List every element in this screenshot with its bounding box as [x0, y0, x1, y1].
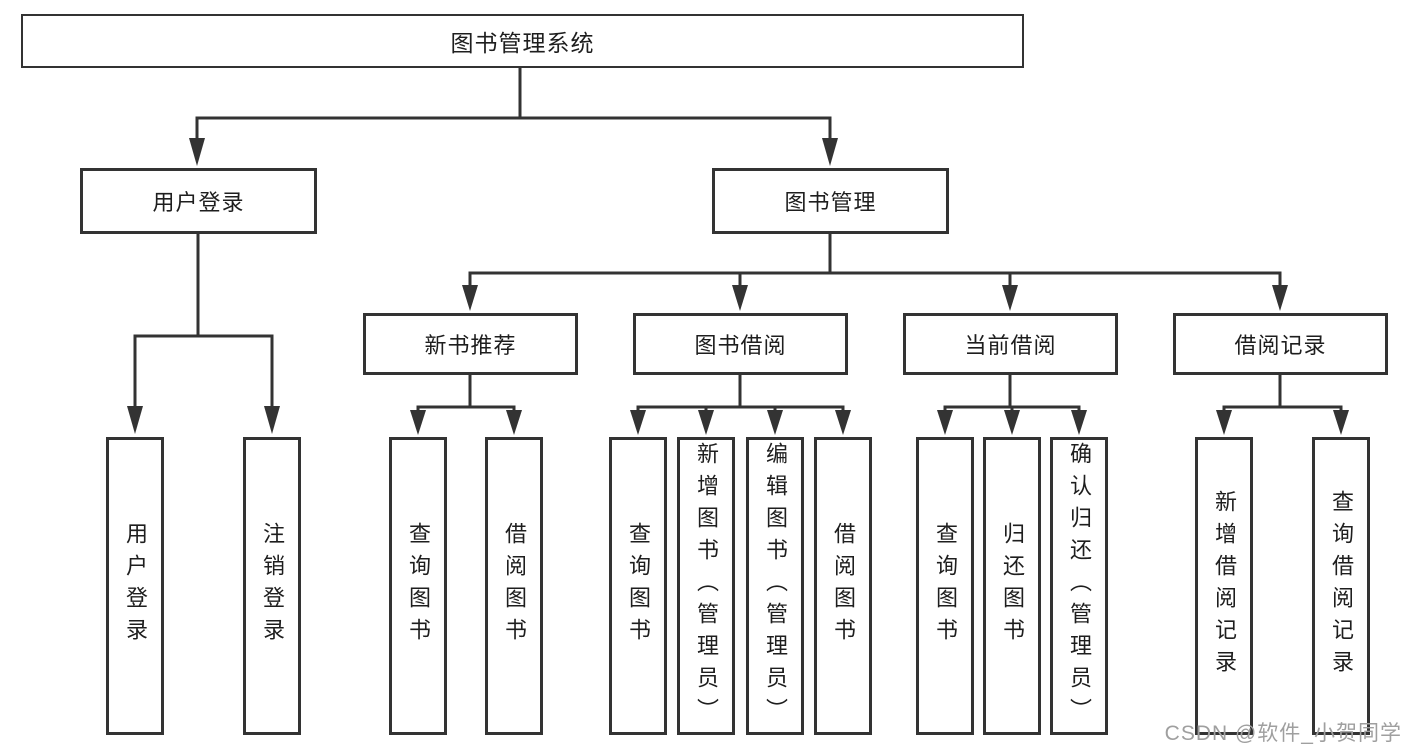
csdn-watermark: CSDN @软件_小贺同学 [1164, 722, 1402, 745]
node-borrow-records: 借阅记录 [1173, 313, 1388, 375]
node-label: 编辑图书（管理员） [763, 442, 788, 730]
node-label: 查询借阅记录 [1329, 490, 1354, 682]
edges-user-login-children [133, 232, 274, 410]
node-label: 归还图书 [1000, 522, 1025, 650]
node-user-login: 用户登录 [80, 168, 317, 234]
node-root-system: 图书管理系统 [21, 14, 1024, 68]
node-label: 确认归还（管理员） [1067, 442, 1092, 730]
arrowheads [127, 138, 1349, 435]
edges-new-book-children [416, 373, 516, 414]
node-leaf-query-book-1: 查询图书 [389, 437, 447, 735]
node-label: 注销登录 [260, 522, 285, 650]
node-leaf-logout: 注销登录 [243, 437, 301, 735]
node-leaf-user-login: 用户登录 [106, 437, 164, 735]
node-leaf-query-book-3: 查询图书 [916, 437, 974, 735]
node-label: 新增借阅记录 [1212, 490, 1237, 682]
node-leaf-query-book-2: 查询图书 [609, 437, 667, 735]
node-new-book-recommend: 新书推荐 [363, 313, 578, 375]
node-leaf-add-book-admin: 新增图书（管理员） [677, 437, 735, 735]
node-label: 查询图书 [406, 522, 431, 650]
node-leaf-return-book: 归还图书 [983, 437, 1041, 735]
edges-borrow-records-children [1222, 373, 1343, 414]
node-label: 用户登录 [123, 522, 148, 650]
edges-book-management-children [468, 232, 1282, 289]
node-label: 查询图书 [933, 522, 958, 650]
node-label: 新增图书（管理员） [694, 442, 719, 730]
node-leaf-query-borrow-record: 查询借阅记录 [1312, 437, 1370, 735]
edges-current-borrow-children [943, 373, 1081, 414]
node-leaf-confirm-return-admin: 确认归还（管理员） [1050, 437, 1108, 735]
node-leaf-borrow-book-1: 借阅图书 [485, 437, 543, 735]
node-current-borrow: 当前借阅 [903, 313, 1118, 375]
node-label: 查询图书 [626, 522, 651, 650]
node-book-borrow: 图书借阅 [633, 313, 848, 375]
node-label: 借阅图书 [831, 522, 856, 650]
node-book-management: 图书管理 [712, 168, 949, 234]
node-leaf-edit-book-admin: 编辑图书（管理员） [746, 437, 804, 735]
node-leaf-add-borrow-record: 新增借阅记录 [1195, 437, 1253, 735]
node-label: 借阅图书 [502, 522, 527, 650]
edges-book-borrow-children [636, 373, 845, 414]
node-leaf-borrow-book-2: 借阅图书 [814, 437, 872, 735]
edges-root-to-level2 [195, 66, 832, 142]
